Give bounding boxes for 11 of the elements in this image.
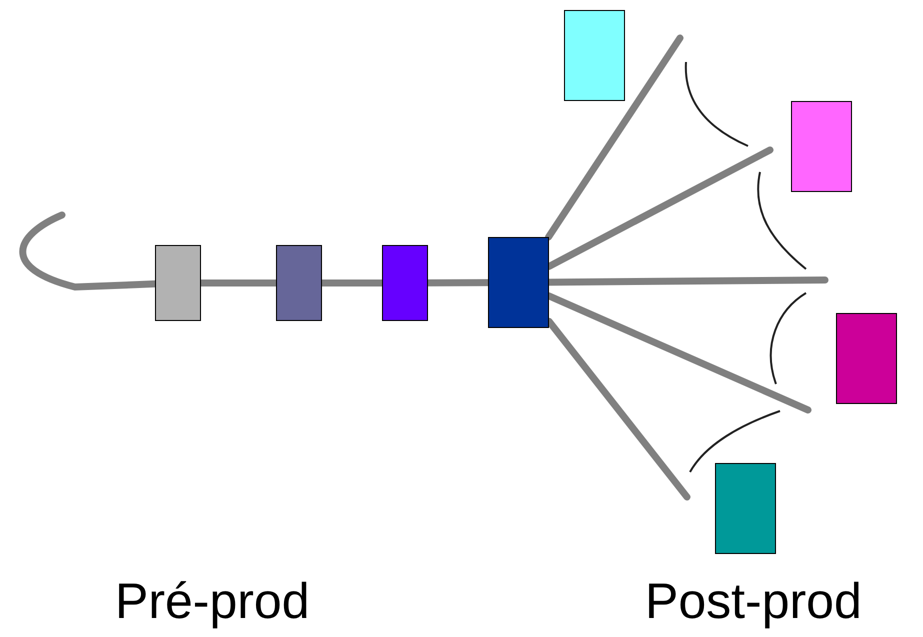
rectangle-block [564,10,625,101]
rectangle-block [488,237,549,328]
rectangle-block [791,101,852,192]
rectangle-block [715,463,776,554]
phase-label: Pré-prod [115,573,310,629]
rectangle-block [836,313,897,404]
phase-label: Post-prod [645,573,862,629]
rectangle-block [382,245,428,321]
rib-line [545,34,684,240]
rectangle-block [276,245,322,321]
rectangle-block [155,245,201,321]
